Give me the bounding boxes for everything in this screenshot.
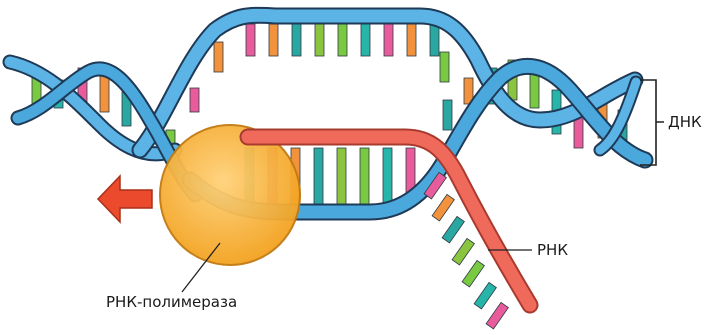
base-pair [407,24,416,56]
base-pair [315,24,324,56]
dna-helix [10,15,645,212]
base-pair [190,88,199,112]
rna-base [462,260,484,286]
polymerase-label: РНК-полимераза [106,293,237,311]
base-pair [292,24,301,56]
base-pair [440,52,449,82]
dna-label: ДНК [668,113,702,131]
rna-base [452,238,474,264]
base-pair [269,24,278,56]
base-pair [314,148,323,206]
base-pair [214,42,223,72]
rna-polymerase-sphere [160,125,300,265]
base-pair [246,24,255,56]
base-pair [384,24,393,56]
base-pair [443,100,452,130]
left-arrow-icon [98,176,152,222]
rna-base [432,194,454,220]
base-pair [360,148,369,206]
rna-label: РНК [537,241,568,259]
base-pair [338,24,347,56]
base-pair [383,148,392,206]
rna-base [486,302,508,328]
base-pair [337,148,346,206]
base-pair [430,24,439,56]
rna-base [442,216,464,242]
base-pair [361,24,370,56]
base-pair [530,72,539,108]
rna-base [474,282,496,308]
